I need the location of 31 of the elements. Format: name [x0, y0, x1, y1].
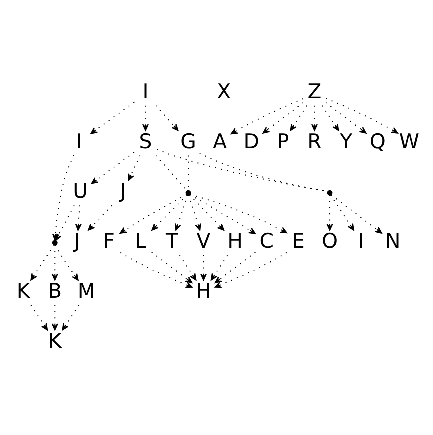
- node-text: O: [322, 228, 338, 253]
- node-text: K: [48, 328, 62, 352]
- node-text: J: [120, 178, 126, 203]
- node-text: F: [103, 228, 115, 253]
- node-text: Q: [370, 128, 386, 153]
- node-text: H: [228, 228, 243, 253]
- node-text: I: [76, 128, 83, 153]
- node-text: Y: [340, 128, 353, 153]
- node-text: R: [308, 128, 322, 153]
- node-text: M: [78, 278, 96, 302]
- node-text: T: [166, 228, 178, 253]
- node-text: I: [358, 228, 365, 253]
- node-text: D: [244, 128, 260, 153]
- node-text: W: [399, 128, 420, 153]
- node-text: P: [277, 128, 290, 153]
- node-text: X: [217, 78, 232, 103]
- node-text: N: [386, 228, 401, 253]
- node-text: Z: [308, 78, 322, 103]
- node-text: L: [134, 228, 146, 253]
- node-text: K: [16, 278, 30, 302]
- node-text: G: [180, 128, 196, 153]
- node-text: E: [292, 228, 305, 253]
- node-text: C: [260, 228, 274, 253]
- node-text: H: [196, 278, 212, 302]
- node-text: V: [196, 228, 211, 253]
- node-text: B: [48, 278, 62, 302]
- node-text: I: [142, 78, 149, 103]
- node-text: J: [74, 228, 81, 253]
- node-text: A: [213, 128, 228, 153]
- node-text: U: [73, 178, 88, 203]
- node-text: S: [139, 128, 152, 153]
